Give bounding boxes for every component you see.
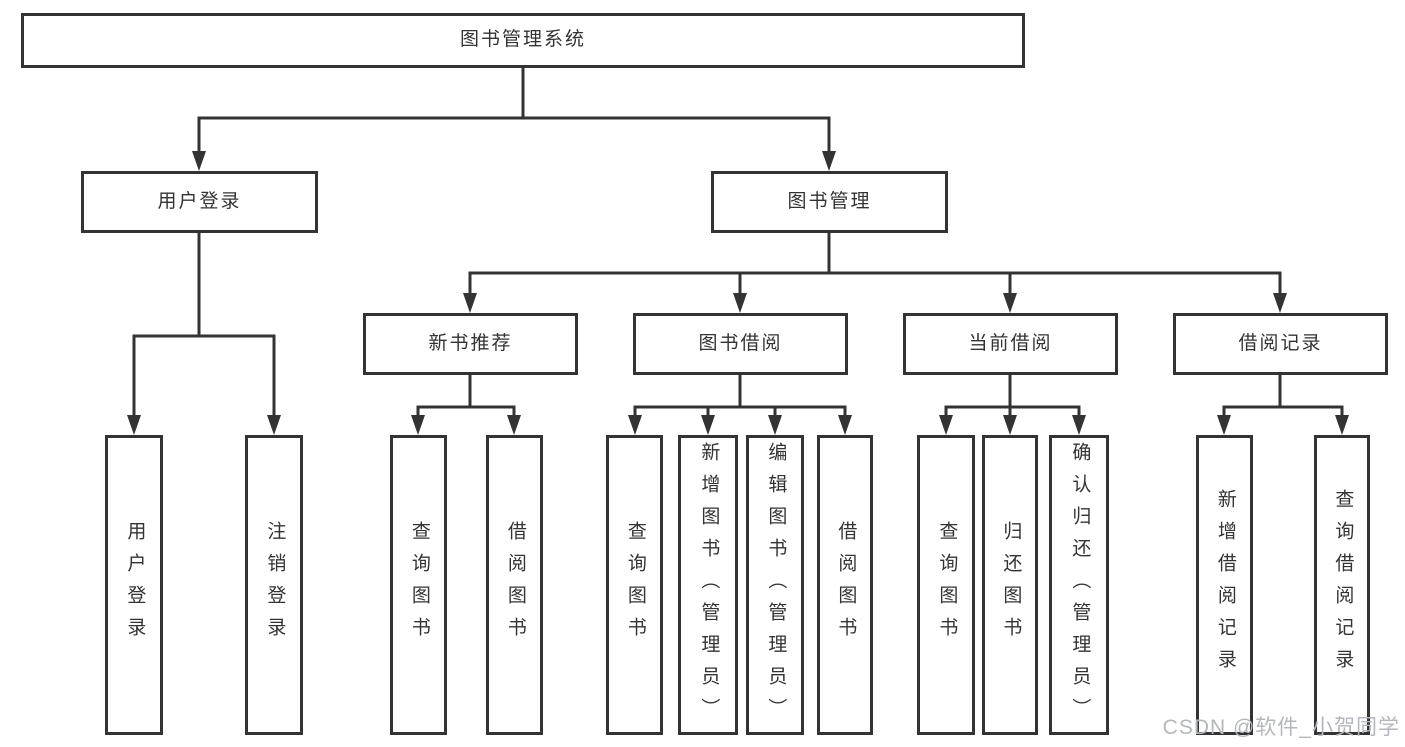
node-user-login: 用户登录 [81,171,318,233]
arrowheads-new-book-recommend-children [411,415,521,435]
node-book-borrowing: 图书借阅 [633,313,848,375]
leaf-recommend-query-books: 查询图书 [390,435,447,735]
connector-root-to-level2 [197,68,831,153]
node-book-management: 图书管理 [711,171,948,233]
leaf-borrowing-add-books-admin: 新增图书（管理员） [678,435,738,735]
connector-borrowing-records-children [1222,375,1344,417]
arrowheads-current-borrowing-children [939,415,1086,435]
connector-book-borrowing-children [633,375,847,417]
node-root-library-system: 图书管理系统 [21,13,1025,68]
arrowheads-book-borrowing-children [628,415,852,435]
arrowheads-borrowing-records-children [1217,415,1349,435]
leaf-borrowing-query-books: 查询图书 [606,435,663,735]
leaf-user-login: 用户登录 [105,435,163,735]
arrowheads-root-to-level2 [192,151,836,171]
leaf-records-add-record: 新增借阅记录 [1196,435,1253,735]
arrowheads-book-management-sections [463,293,1287,313]
leaf-borrowing-borrow-books: 借阅图书 [817,435,873,735]
leaf-recommend-borrow-books: 借阅图书 [486,435,543,735]
connector-user-login-to-children [132,233,276,417]
node-current-borrowing: 当前借阅 [903,313,1118,375]
connector-new-book-recommend-children [416,375,516,417]
connector-current-borrowing-children [944,375,1081,417]
leaf-current-return-books: 归还图书 [982,435,1038,735]
leaf-records-query-record: 查询借阅记录 [1314,435,1370,735]
leaf-current-confirm-return-admin: 确认归还（管理员） [1049,435,1109,735]
csdn-watermark: CSDN @软件_小贺同学 [1162,716,1400,739]
leaf-logout: 注销登录 [245,435,303,735]
leaf-current-query-books: 查询图书 [917,435,975,735]
node-new-book-recommend: 新书推荐 [363,313,578,375]
leaf-borrowing-edit-books-admin: 编辑图书（管理员） [746,435,804,735]
arrowheads-user-login-children [127,415,281,435]
node-borrowing-records: 借阅记录 [1173,313,1388,375]
connector-book-management-to-sections [468,233,1282,295]
